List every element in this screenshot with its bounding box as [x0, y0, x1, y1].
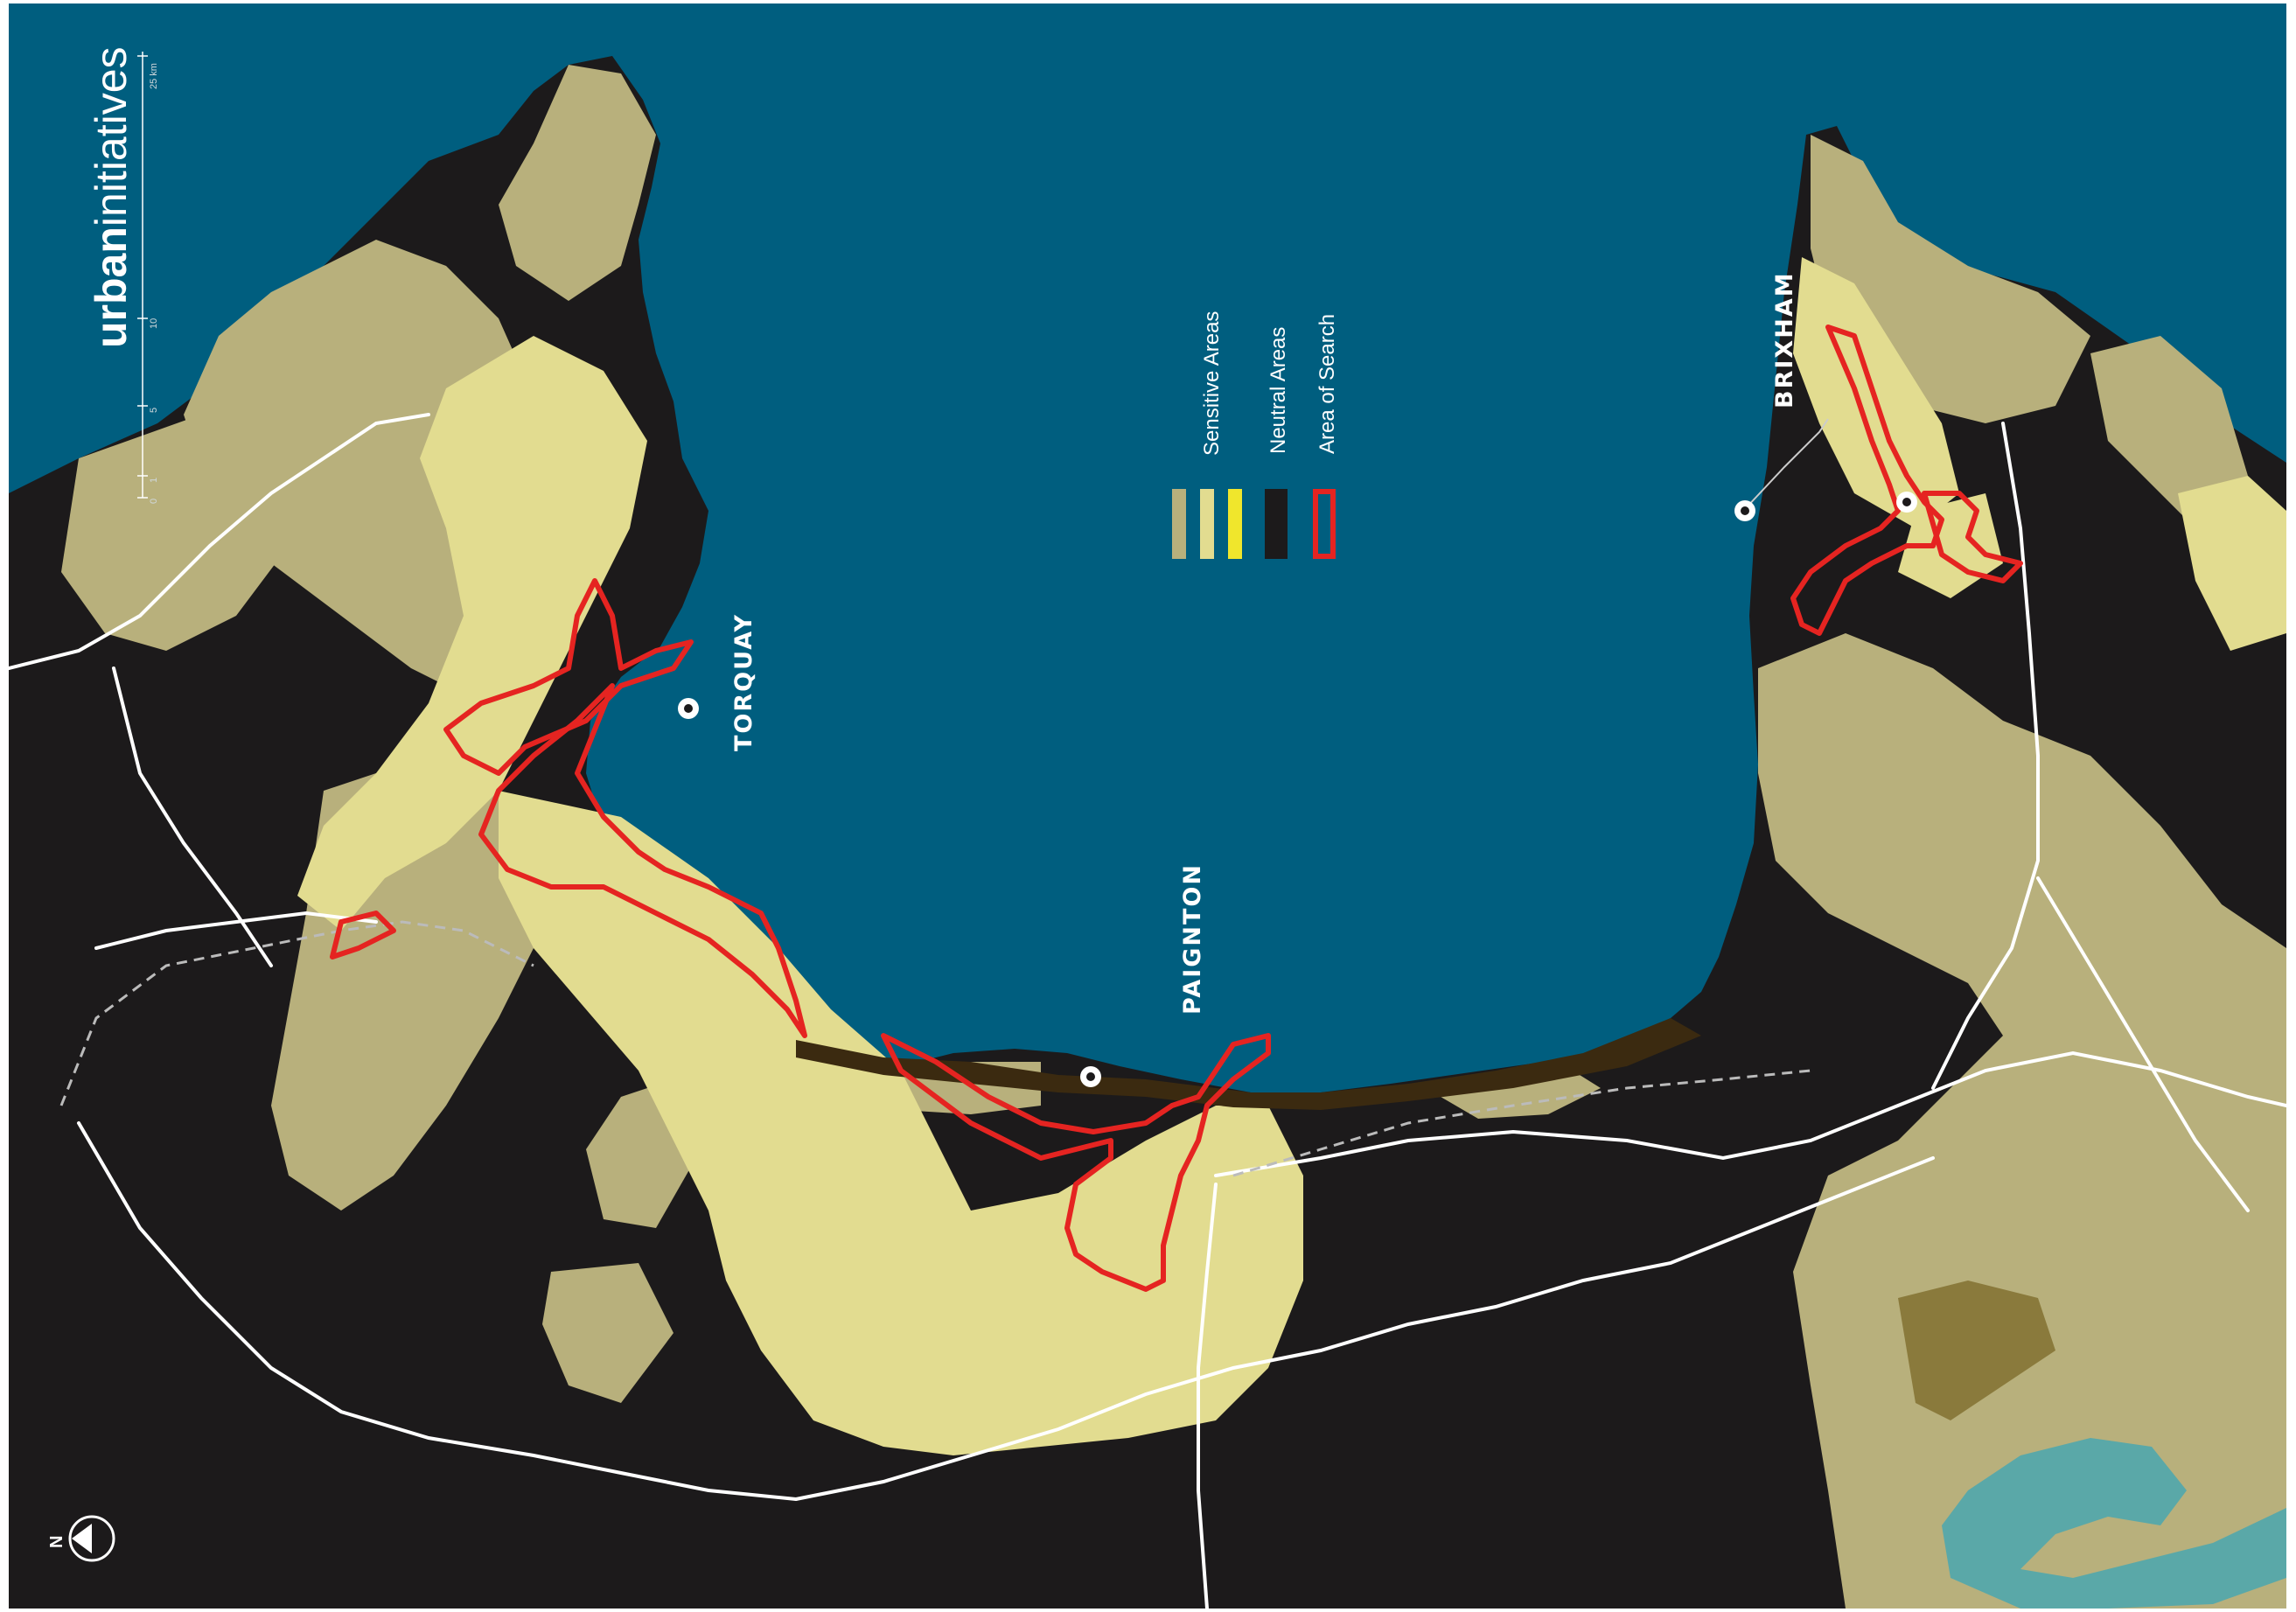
legend-swatch-area-of-search: [1313, 489, 1336, 559]
legend-swatch-sensitive-dark: [1172, 489, 1186, 559]
beach-strip: [796, 1018, 1701, 1110]
scale-label-25: 25 km: [149, 63, 159, 89]
scale-label-10: 10: [149, 318, 159, 329]
town-label-brixham: BRIXHAM: [1771, 271, 1798, 408]
scale-label-0: 0: [149, 498, 159, 504]
legend-swatch-sensitive-light: [1200, 489, 1214, 559]
scale-bar: [137, 52, 148, 499]
estuary-mudflat: [1898, 1281, 2055, 1420]
town-label-paignton: PAIGNTON: [1179, 863, 1206, 1015]
road-network: [9, 413, 2286, 1609]
legend-label-neutral: Neutral Areas: [1267, 326, 1290, 454]
legend-swatches: [1172, 489, 1336, 559]
scale-label-1: 1: [149, 477, 159, 483]
legend-swatch-sensitive-bright: [1228, 489, 1242, 559]
legend-label-sensitive: Sensitive Areas: [1200, 311, 1224, 456]
area-of-search-outlines: [330, 324, 2023, 1292]
railway-line: [59, 920, 1811, 1177]
scale-label-5: 5: [149, 407, 159, 413]
brand-bold: urban: [87, 227, 136, 348]
town-label-torquay: TORQUAY: [730, 612, 757, 751]
legend-label-area-of-search: Area of Search: [1315, 313, 1339, 454]
sensitive-areas-light: [297, 257, 2286, 1455]
town-marker-brixham[interactable]: [1896, 492, 1917, 513]
estuary-water: [1942, 1438, 2286, 1609]
brand-light: initiatives: [87, 46, 136, 227]
town-marker-paignton[interactable]: [1080, 1066, 1101, 1087]
north-label: N: [47, 1535, 66, 1548]
legend-swatch-neutral: [1265, 489, 1288, 559]
town-marker-torquay[interactable]: [678, 698, 699, 719]
map-frame: urbaninitiatives 0 1 5 10 25 km TORQUAY …: [9, 3, 2286, 1609]
sea-area: [9, 3, 2286, 1092]
north-arrow-icon: [68, 1515, 115, 1562]
brand-logo: urbaninitiatives: [86, 46, 136, 348]
map-canvas: [9, 3, 2286, 1609]
ferry-line: [1744, 418, 1829, 510]
harbour-marker[interactable]: [1734, 500, 1755, 521]
